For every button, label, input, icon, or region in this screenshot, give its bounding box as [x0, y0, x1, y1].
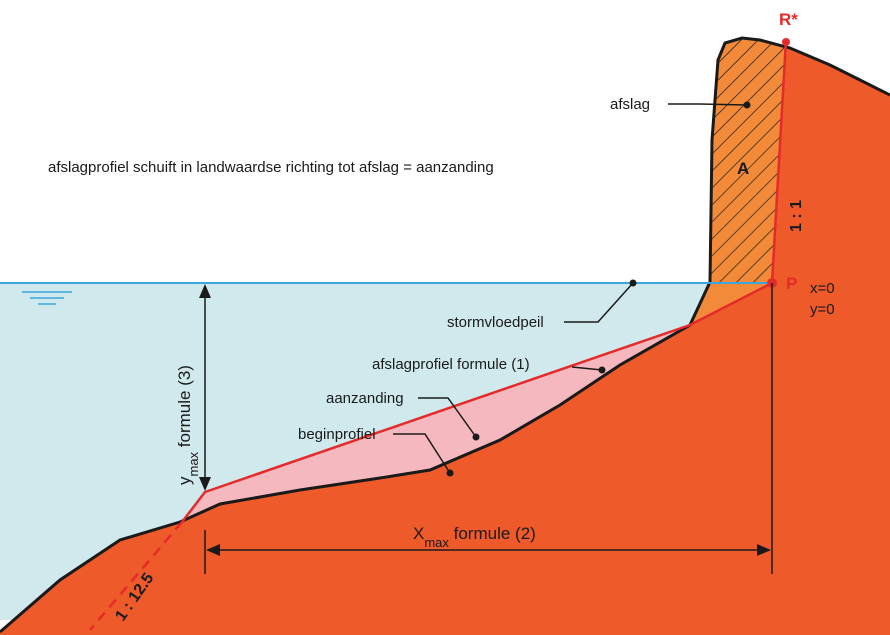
ymax-arrow: [199, 284, 211, 491]
ground-profile: [0, 38, 890, 635]
xmax-label: Xmax formule (2): [413, 524, 536, 550]
aanzanding-area: [182, 325, 690, 522]
beginprofiel-label: beginprofiel: [298, 426, 376, 443]
afslag-area: [710, 38, 786, 282]
xmax-arrow: [206, 544, 771, 556]
y0-label: y=0: [810, 301, 835, 318]
aanzanding-label: aanzanding: [326, 390, 404, 407]
p-label: P: [786, 274, 797, 293]
headline-label: afslagprofiel schuift in landwaardse ric…: [48, 159, 494, 176]
afslagprofiel-line: [181, 39, 788, 523]
slope-1-12-5-line: [89, 521, 183, 631]
leader-dots: [446, 101, 751, 477]
afslag-label: afslag: [610, 96, 650, 113]
ymax-label: ymax formule (3): [175, 365, 201, 485]
stormvloedpeil-label: stormvloedpeil: [447, 314, 544, 331]
area-a-label: A: [737, 159, 749, 178]
beginprofiel-line: [0, 36, 890, 634]
leader-lines: [393, 103, 748, 474]
afslagprofiel-label: afslagprofiel formule (1): [372, 356, 530, 373]
water-level-symbol: [22, 291, 72, 305]
r-star-label: R*: [779, 10, 798, 29]
point-r-star: [782, 38, 790, 46]
slope-1-1-label: 1 : 1: [788, 200, 805, 232]
x0-label: x=0: [810, 280, 835, 297]
